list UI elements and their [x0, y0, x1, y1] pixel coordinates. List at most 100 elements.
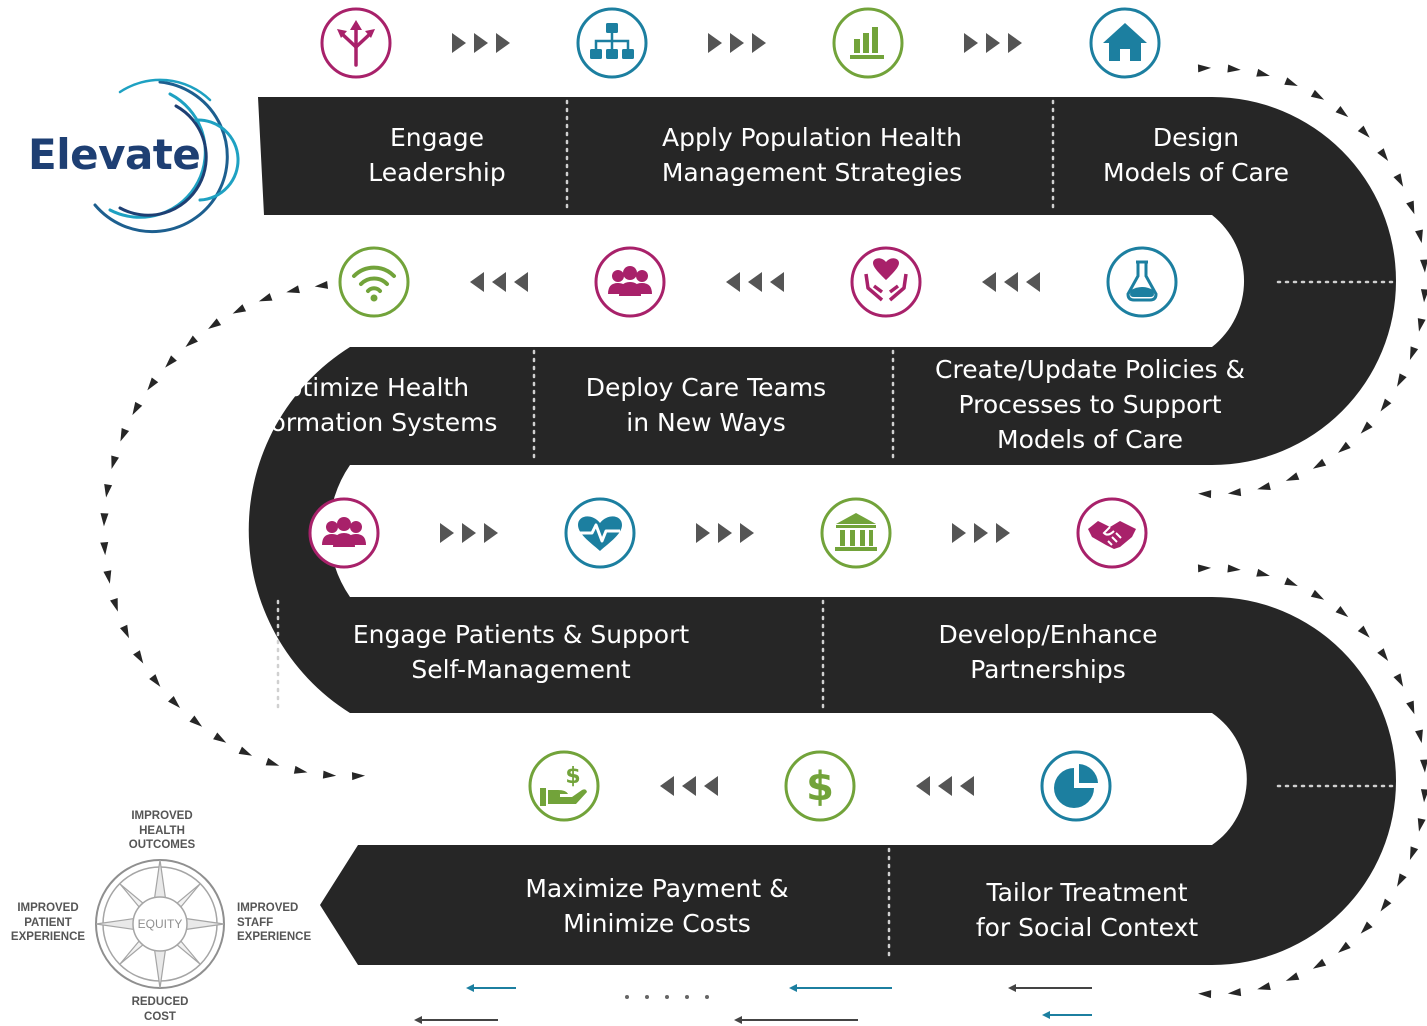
- elevate-logo: Elevate: [28, 130, 201, 179]
- chevron-icon: [770, 272, 784, 292]
- chevron-icon: [704, 776, 718, 796]
- chevron-icon: [452, 33, 466, 53]
- house-icon: [1089, 7, 1161, 79]
- chevron-icon: [514, 272, 528, 292]
- step-icons: $ $: [308, 7, 1178, 822]
- border-triangle: [1360, 421, 1373, 434]
- border-triangle: [1310, 589, 1325, 600]
- border-triangle: [1393, 173, 1404, 187]
- chevron-icon: [474, 33, 488, 53]
- border-triangle: [286, 285, 300, 294]
- border-triangle: [1256, 568, 1270, 577]
- border-triangle: [100, 513, 109, 527]
- border-triangle: [1417, 318, 1426, 332]
- border-triangle: [1335, 105, 1349, 118]
- border-triangle: [149, 674, 161, 687]
- motion-lines: [414, 984, 1092, 1024]
- chevron-icon: [696, 523, 710, 543]
- chevron-icon: [952, 523, 966, 543]
- border-triangle: [1420, 259, 1427, 273]
- chevron-arrows: [440, 33, 1040, 796]
- chevron-icon: [996, 523, 1010, 543]
- border-triangle: [1357, 125, 1370, 138]
- chevron-icon: [964, 33, 978, 53]
- road-dividers: [276, 99, 1396, 963]
- border-triangle: [1406, 200, 1415, 215]
- curve-border-triangles: [100, 64, 1427, 999]
- chevron-icon: [1008, 33, 1022, 53]
- compass-center-label: EQUITY: [137, 917, 183, 931]
- chevron-icon: [496, 33, 510, 53]
- border-triangle: [1227, 64, 1241, 73]
- border-triangle: [165, 355, 177, 368]
- border-triangle: [1257, 982, 1271, 990]
- chevron-icon: [974, 523, 988, 543]
- border-triangle: [293, 765, 308, 774]
- border-triangle: [208, 318, 222, 329]
- chevron-icon: [986, 33, 1000, 53]
- heartbeat-icon: [564, 497, 636, 569]
- border-triangle: [132, 401, 143, 416]
- border-triangle: [1406, 700, 1415, 715]
- road: [248, 97, 1396, 965]
- bank-icon: [820, 497, 892, 569]
- chevron-icon: [492, 272, 506, 292]
- border-triangle: [1415, 729, 1423, 744]
- border-triangle: [314, 280, 329, 289]
- flask-icon: [1106, 246, 1178, 318]
- border-triangle: [1257, 482, 1271, 490]
- border-triangle: [1312, 458, 1327, 469]
- people-group-icon: [594, 246, 666, 318]
- border-triangle: [1338, 441, 1351, 453]
- chevron-icon: [470, 272, 484, 292]
- chevron-icon: [960, 776, 974, 796]
- border-triangle: [1380, 898, 1392, 912]
- border-triangle: [111, 455, 119, 470]
- border-triangle: [1420, 789, 1427, 803]
- border-triangle: [110, 597, 118, 612]
- dollar-icon: $: [784, 750, 856, 822]
- svg-text:$: $: [565, 764, 580, 789]
- chevron-icon: [440, 523, 454, 543]
- chevron-icon: [740, 523, 754, 543]
- chevron-icon: [938, 776, 952, 796]
- border-triangle: [1409, 846, 1419, 860]
- border-triangle: [147, 377, 159, 391]
- border-triangle: [1380, 398, 1392, 412]
- pie-chart-icon: [1040, 750, 1112, 822]
- step-label-policies-processes: Create/Update Policies &Processes to Sup…: [935, 355, 1245, 454]
- border-triangle: [1198, 490, 1212, 499]
- border-triangle: [1227, 988, 1242, 997]
- border-triangle: [1284, 577, 1298, 586]
- border-triangle: [1393, 673, 1404, 687]
- border-triangle: [1377, 648, 1389, 662]
- border-triangle: [258, 293, 273, 302]
- border-triangle: [1284, 77, 1298, 86]
- border-triangle: [1338, 941, 1351, 953]
- border-triangle: [232, 304, 247, 314]
- border-triangle: [1197, 564, 1212, 573]
- org-chart-icon: [576, 7, 648, 79]
- chevron-icon: [726, 272, 740, 292]
- chevron-icon: [1026, 272, 1040, 292]
- border-triangle: [185, 335, 198, 348]
- border-triangle: [119, 624, 130, 639]
- chevron-icon: [1004, 272, 1018, 292]
- chevron-icon: [660, 776, 674, 796]
- border-triangle: [1420, 759, 1427, 773]
- border-triangle: [1377, 148, 1389, 162]
- hand-dollar-icon: $: [528, 750, 600, 822]
- chevron-icon: [708, 33, 722, 53]
- logo-rings: [93, 78, 240, 234]
- border-triangle: [100, 541, 109, 556]
- people-group-icon: [308, 497, 380, 569]
- border-triangle: [213, 732, 227, 743]
